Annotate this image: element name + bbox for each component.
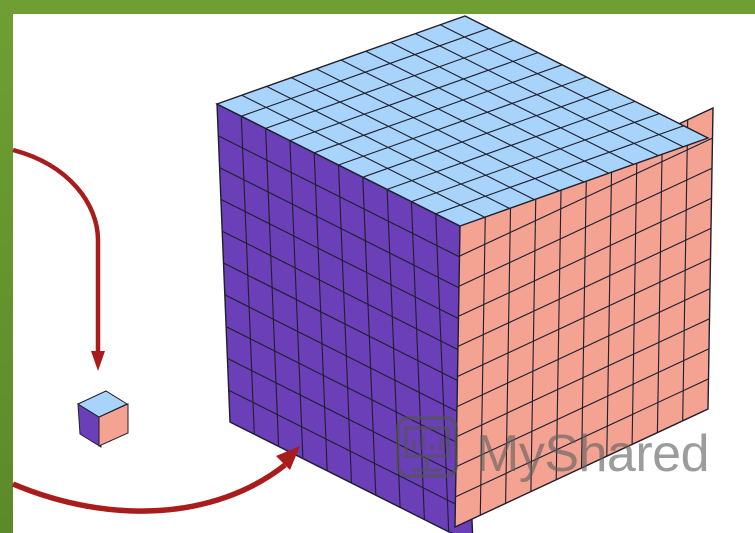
large-cube-right-face-grid-line — [656, 131, 663, 433]
large-cube-right-face-grid-line — [456, 318, 710, 438]
large-cube-top-face-grid-line — [439, 24, 684, 148]
large-cube-top-face-grid-line — [411, 113, 660, 203]
arrow-to-large-cube — [11, 462, 287, 514]
large-cube-left-face-grid-line — [223, 262, 467, 386]
large-cube-left-face-grid-line — [228, 389, 472, 513]
large-cube-right-face-grid-line — [631, 143, 638, 445]
arrows — [11, 147, 300, 514]
large-cube-right-face-grid-line — [606, 155, 613, 457]
arrow-to-small-cube-head — [91, 351, 105, 371]
large-cube-left-face-grid-line — [227, 357, 471, 481]
large-cube-top-face-grid-line — [365, 50, 610, 174]
small-cube-top-face — [76, 390, 129, 418]
large-cube-top-face-grid-line — [390, 41, 634, 165]
arrow-to-small-cube — [12, 147, 101, 353]
large-cube-right-face-grid-line — [455, 348, 710, 468]
large-cube-top-face-grid-line — [435, 125, 684, 215]
large-cube-left-face-grid-line — [435, 213, 450, 532]
large-cube-right-face-grid-line — [456, 288, 711, 408]
large-cube-right-face-grid-line — [682, 119, 689, 421]
watermark-text: MyShared — [476, 425, 710, 483]
large-cube-top-face-grid-line — [362, 88, 611, 178]
arrow-to-large-cube-head — [276, 446, 300, 470]
large-cube — [215, 15, 714, 533]
large-cube-left-face-grid-line — [362, 177, 377, 496]
large-cube-top-face-grid-line — [338, 76, 587, 166]
large-cube-left-face-grid-line — [224, 294, 469, 418]
small-cube — [76, 390, 129, 448]
large-cube-right-face-grid-line — [455, 378, 709, 498]
large-cube-top-face-grid-line — [386, 100, 636, 190]
large-cube-left-face-grid-line — [410, 201, 425, 520]
large-cube-top-face-grid-line — [415, 33, 659, 157]
large-cube-right-face-grid-line — [457, 257, 711, 378]
watermark-logo-icon — [396, 416, 458, 478]
